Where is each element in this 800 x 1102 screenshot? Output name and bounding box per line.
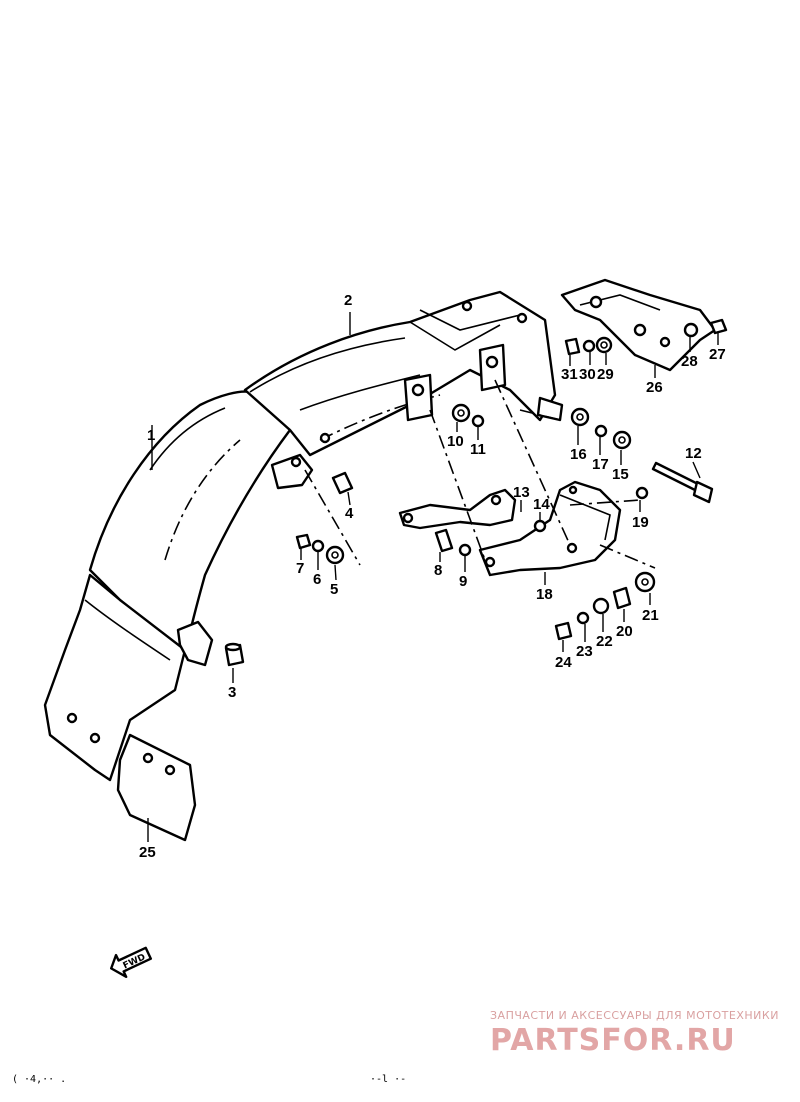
footer-center-mark: ·-l ·- bbox=[370, 1074, 406, 1085]
callout-5: 5 bbox=[330, 581, 338, 598]
callout-13: 13 bbox=[513, 484, 530, 501]
callout-8: 8 bbox=[434, 562, 442, 579]
callout-18: 18 bbox=[536, 586, 553, 603]
fwd-arrow-icon: FWD bbox=[109, 946, 153, 979]
callout-4: 4 bbox=[345, 505, 354, 522]
callout-11: 11 bbox=[470, 441, 486, 458]
fender-brace-right bbox=[478, 480, 622, 577]
callout-24: 24 bbox=[555, 654, 572, 671]
callout-17: 17 bbox=[592, 456, 609, 473]
callout-7: 7 bbox=[296, 560, 304, 577]
callout-28: 28 bbox=[681, 353, 698, 370]
callout-30: 30 bbox=[579, 366, 596, 383]
callout-25: 25 bbox=[139, 844, 156, 861]
callout-labels: 1 2 3 4 5 6 7 8 9 10 11 12 13 14 15 16 1… bbox=[139, 292, 726, 861]
callout-14: 14 bbox=[533, 496, 550, 513]
watermark-tagline: ЗАПЧАСТИ И АКСЕССУАРЫ ДЛЯ МОТОТЕХНИКИ bbox=[490, 1009, 779, 1022]
callout-3: 3 bbox=[228, 684, 236, 701]
rear-fender-tail bbox=[43, 573, 187, 782]
callout-2: 2 bbox=[344, 292, 352, 309]
assembly-guide-lines bbox=[304, 379, 656, 569]
callout-9: 9 bbox=[459, 573, 467, 590]
callout-20: 20 bbox=[616, 623, 633, 640]
callout-23: 23 bbox=[576, 643, 593, 660]
footer: ( ·4,·· . ·-l ·- bbox=[12, 1074, 406, 1085]
rear-fender-rear bbox=[243, 290, 564, 457]
leader-lines bbox=[147, 312, 719, 842]
callout-22: 22 bbox=[596, 633, 613, 650]
callout-6: 6 bbox=[313, 571, 321, 588]
fender-brace-left bbox=[398, 488, 517, 530]
fender-clip bbox=[176, 620, 214, 667]
callout-12: 12 bbox=[685, 445, 702, 462]
watermark-brand: PARTSFOR.RU bbox=[490, 1023, 736, 1058]
callout-21: 21 bbox=[642, 607, 659, 624]
callout-31: 31 bbox=[561, 366, 578, 383]
footer-left-code: ( ·4,·· . bbox=[12, 1074, 66, 1085]
callout-27: 27 bbox=[709, 346, 726, 363]
callout-16: 16 bbox=[570, 446, 587, 463]
mud-flap bbox=[116, 733, 197, 842]
callout-26: 26 bbox=[646, 379, 663, 396]
callout-1: 1 bbox=[147, 427, 155, 444]
fender-bracket-left bbox=[270, 453, 314, 490]
callout-29: 29 bbox=[597, 366, 614, 383]
callout-19: 19 bbox=[632, 514, 649, 531]
callout-10: 10 bbox=[447, 433, 464, 450]
partsfor-watermark: ЗАПЧАСТИ И АКСЕССУАРЫ ДЛЯ МОТОТЕХНИКИ PA… bbox=[490, 1009, 779, 1058]
callout-15: 15 bbox=[612, 466, 629, 483]
tail-light-bracket bbox=[560, 278, 717, 372]
hardware bbox=[224, 318, 728, 667]
